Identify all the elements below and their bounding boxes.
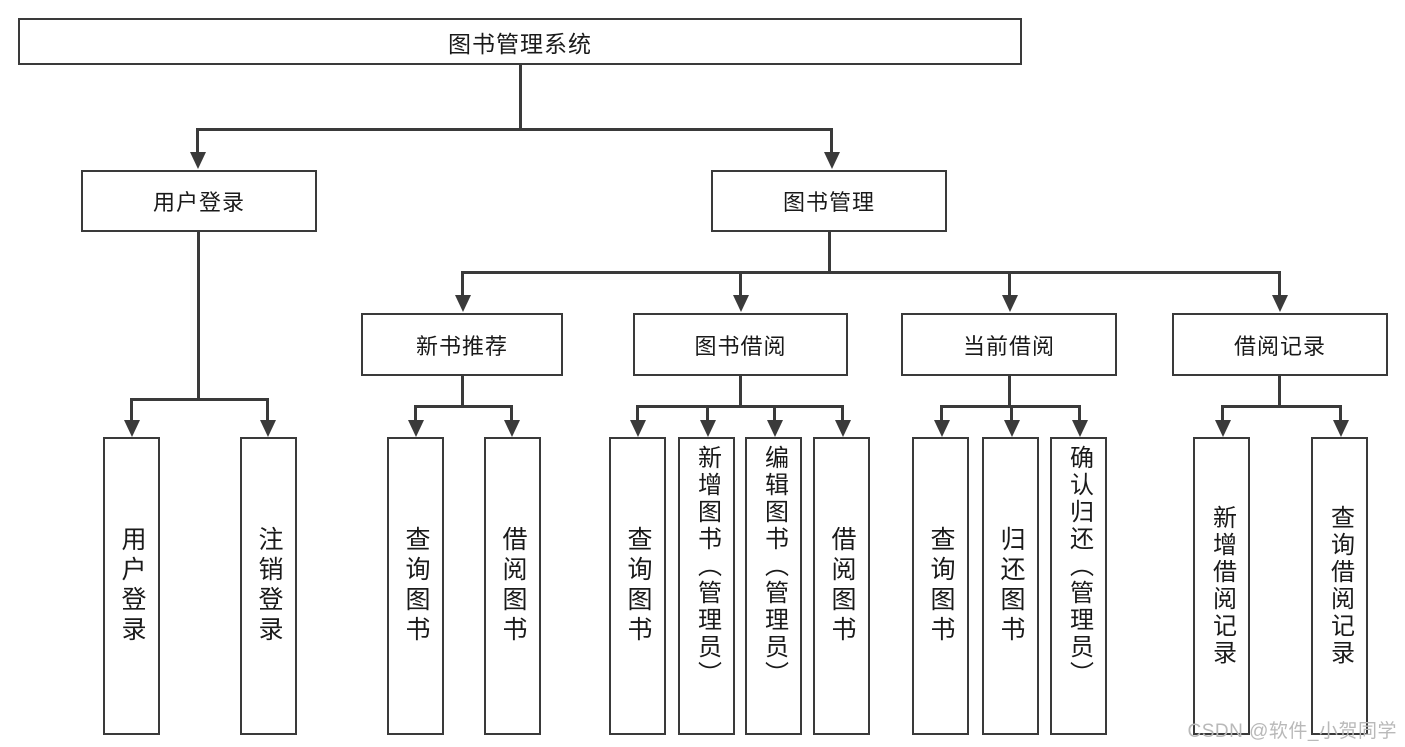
connector-to-leaf-query-book-3 [940, 405, 943, 424]
arrowhead-leaf-query-book-1 [408, 420, 424, 437]
node-leaf-query-record[interactable]: 查询借阅记录 [1311, 437, 1368, 735]
node-label: 借阅记录 [1233, 333, 1326, 359]
node-leaf-user-login[interactable]: 用户登录 [103, 437, 160, 735]
connector-to-leaf-return-book [1010, 405, 1013, 424]
connector-root-to-user-login [196, 128, 199, 156]
node-label: 新书推荐 [415, 333, 508, 359]
connector-to-leaf-query-record [1339, 405, 1342, 424]
node-label: 查询图书 [402, 526, 430, 646]
arrowhead-book-management [824, 152, 840, 169]
node-leaf-add-record[interactable]: 新增借阅记录 [1193, 437, 1250, 735]
connector-to-leaf-add-book [706, 405, 709, 424]
connector-user-login-bus [130, 398, 266, 401]
connector-to-leaf-logout-login [266, 398, 269, 424]
arrowhead-leaf-user-login [124, 420, 140, 437]
node-current-borrow[interactable]: 当前借阅 [901, 313, 1117, 376]
connector-book-borrow-bus [636, 405, 843, 408]
connector-to-leaf-borrow-book-2 [841, 405, 844, 424]
node-leaf-query-book-1[interactable]: 查询图书 [387, 437, 444, 735]
node-label: 图书借阅 [694, 333, 787, 359]
node-leaf-return-book[interactable]: 归还图书 [982, 437, 1039, 735]
arrowhead-leaf-add-record [1215, 420, 1231, 437]
connector-to-leaf-query-book-1 [414, 405, 417, 424]
node-leaf-add-book[interactable]: 新增图书（管理员） [678, 437, 735, 735]
node-leaf-query-book-2[interactable]: 查询图书 [609, 437, 666, 735]
node-new-book-recommend[interactable]: 新书推荐 [361, 313, 563, 376]
arrowhead-leaf-return-book [1004, 420, 1020, 437]
arrowhead-leaf-edit-book [767, 420, 783, 437]
csdn-watermark: CSDN @软件_小贺同学 [1187, 721, 1397, 742]
connector-to-leaf-edit-book [773, 405, 776, 424]
arrowhead-leaf-query-record [1333, 420, 1349, 437]
node-label: 编辑图书（管理员） [760, 445, 788, 688]
node-label: 查询图书 [624, 526, 652, 646]
connector-root-to-book-management [830, 128, 833, 156]
connector-root-bus [196, 128, 833, 131]
node-label: 借阅图书 [499, 526, 527, 646]
arrowhead-book-borrow [733, 295, 749, 312]
connector-level3-bus [461, 271, 1281, 274]
connector-to-leaf-add-record [1221, 405, 1224, 424]
connector-to-current-borrow [1008, 271, 1011, 299]
node-leaf-edit-book[interactable]: 编辑图书（管理员） [745, 437, 802, 735]
arrowhead-leaf-logout-login [260, 420, 276, 437]
connector-to-leaf-query-book-2 [636, 405, 639, 424]
node-label: 注销登录 [255, 526, 283, 646]
node-label: 图书管理 [782, 190, 875, 215]
node-label: 借阅图书 [828, 526, 856, 646]
connector-to-leaf-confirm-return [1078, 405, 1081, 424]
arrowhead-leaf-query-book-3 [934, 420, 950, 437]
arrowhead-current-borrow [1002, 295, 1018, 312]
node-label: 当前借阅 [962, 333, 1055, 359]
node-root-system[interactable]: 图书管理系统 [18, 18, 1022, 65]
arrowhead-user-login [190, 152, 206, 169]
connector-to-new-book-recommend [461, 271, 464, 299]
node-leaf-confirm-return[interactable]: 确认归还（管理员） [1050, 437, 1107, 735]
connector-new-book-recommend-bus [414, 405, 510, 408]
arrowhead-leaf-borrow-book-2 [835, 420, 851, 437]
connector-book-borrow-stem [739, 376, 742, 405]
node-label: 查询借阅记录 [1326, 505, 1354, 667]
node-label: 新增图书（管理员） [693, 445, 721, 688]
node-label: 图书管理系统 [448, 30, 592, 57]
node-leaf-borrow-book-1[interactable]: 借阅图书 [484, 437, 541, 735]
node-user-login[interactable]: 用户登录 [81, 170, 317, 232]
node-book-management[interactable]: 图书管理 [711, 170, 947, 232]
arrowhead-new-book-recommend [455, 295, 471, 312]
arrowhead-leaf-confirm-return [1072, 420, 1088, 437]
connector-to-leaf-borrow-book-1 [510, 405, 513, 424]
connector-new-book-recommend-stem [461, 376, 464, 405]
connector-to-book-borrow [739, 271, 742, 299]
node-label: 新增借阅记录 [1208, 505, 1236, 667]
arrowhead-leaf-borrow-book-1 [504, 420, 520, 437]
connector-borrow-record-bus [1221, 405, 1339, 408]
connector-user-login-stem [197, 232, 200, 398]
node-leaf-borrow-book-2[interactable]: 借阅图书 [813, 437, 870, 735]
node-leaf-query-book-3[interactable]: 查询图书 [912, 437, 969, 735]
connector-book-management-stem [828, 232, 831, 271]
node-book-borrow[interactable]: 图书借阅 [633, 313, 848, 376]
connector-to-leaf-user-login [130, 398, 133, 424]
arrowhead-leaf-query-book-2 [630, 420, 646, 437]
connector-root-stem [519, 65, 522, 128]
node-leaf-logout-login[interactable]: 注销登录 [240, 437, 297, 735]
node-label: 确认归还（管理员） [1065, 445, 1093, 688]
node-borrow-record[interactable]: 借阅记录 [1172, 313, 1388, 376]
connector-borrow-record-stem [1278, 376, 1281, 405]
arrowhead-leaf-add-book [700, 420, 716, 437]
connector-to-borrow-record [1278, 271, 1281, 299]
arrowhead-borrow-record [1272, 295, 1288, 312]
node-label: 查询图书 [927, 526, 955, 646]
node-label: 用户登录 [118, 526, 146, 646]
node-label: 用户登录 [152, 190, 245, 215]
node-label: 归还图书 [997, 526, 1025, 646]
connector-current-borrow-stem [1008, 376, 1011, 405]
